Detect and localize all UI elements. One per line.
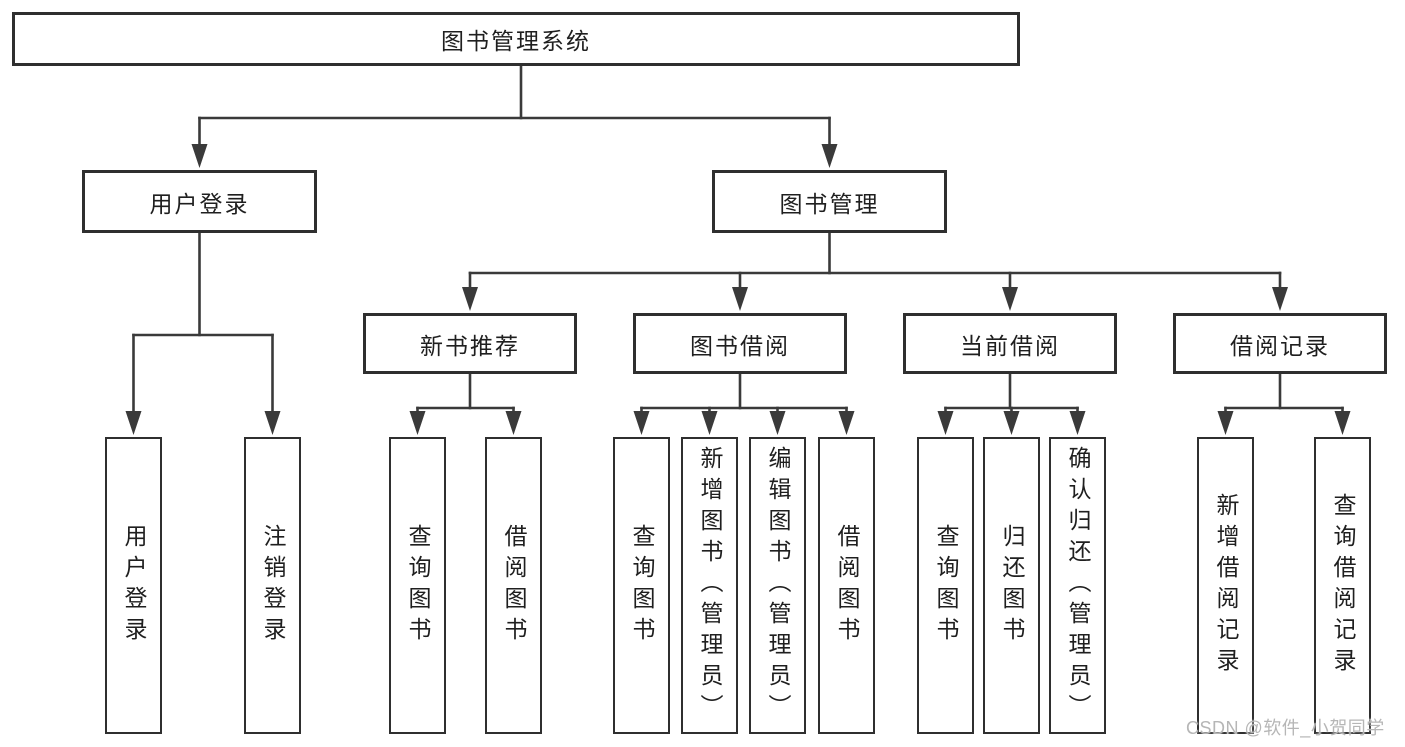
arrowhead-down-icon bbox=[732, 287, 748, 311]
node-book-management: 图书管理 bbox=[712, 170, 947, 233]
arrowhead-down-icon bbox=[264, 411, 281, 435]
leaf-label: 查询图书 bbox=[933, 523, 959, 648]
leaf-add-book-admin: 新增图书（管理员） bbox=[681, 437, 738, 734]
leaf-confirm-return-admin: 确认归还（管理员） bbox=[1049, 437, 1106, 734]
arrowhead-down-icon bbox=[505, 411, 522, 435]
node-label: 图书管理 bbox=[779, 190, 880, 217]
leaf-logout: 注销登录 bbox=[244, 437, 301, 734]
arrowhead-down-icon bbox=[633, 411, 650, 435]
node-label: 借阅记录 bbox=[1230, 332, 1330, 359]
csdn-watermark: CSDN @软件_小贺同学 bbox=[1186, 718, 1385, 738]
leaf-user-login: 用户登录 bbox=[105, 437, 162, 734]
arrowhead-down-icon bbox=[838, 411, 855, 435]
leaf-query-books-current: 查询图书 bbox=[917, 437, 974, 734]
node-label: 当前借阅 bbox=[960, 332, 1060, 359]
node-library-management-system: 图书管理系统 bbox=[12, 12, 1020, 66]
node-new-book-recommendation: 新书推荐 bbox=[363, 313, 577, 374]
leaf-label: 注销登录 bbox=[260, 523, 286, 648]
node-book-borrowing: 图书借阅 bbox=[633, 313, 847, 374]
arrowhead-down-icon bbox=[1003, 411, 1020, 435]
leaf-query-borrow-record: 查询借阅记录 bbox=[1314, 437, 1371, 734]
leaf-add-borrow-record: 新增借阅记录 bbox=[1197, 437, 1254, 734]
leaf-query-books-borrowing: 查询图书 bbox=[613, 437, 670, 734]
arrowhead-down-icon bbox=[769, 411, 786, 435]
arrowhead-down-icon bbox=[1272, 287, 1288, 311]
arrowhead-down-icon bbox=[1069, 411, 1086, 435]
arrowhead-down-icon bbox=[409, 411, 426, 435]
arrowhead-down-icon bbox=[701, 411, 718, 435]
node-current-borrowing: 当前借阅 bbox=[903, 313, 1117, 374]
arrowhead-down-icon bbox=[462, 287, 478, 311]
leaf-label: 编辑图书（管理员） bbox=[765, 446, 791, 725]
node-label: 用户登录 bbox=[149, 190, 250, 217]
leaf-label: 归还图书 bbox=[999, 523, 1025, 648]
node-label: 图书借阅 bbox=[690, 332, 790, 359]
leaf-label: 查询借阅记录 bbox=[1330, 492, 1356, 679]
leaf-label: 用户登录 bbox=[121, 523, 147, 648]
leaf-label: 查询图书 bbox=[629, 523, 655, 648]
leaf-label: 借阅图书 bbox=[834, 523, 860, 648]
leaf-label: 新增借阅记录 bbox=[1213, 492, 1239, 679]
arrowhead-down-icon bbox=[937, 411, 954, 435]
leaf-label: 新增图书（管理员） bbox=[697, 446, 723, 725]
arrowhead-down-icon bbox=[1334, 411, 1351, 435]
leaf-borrow-books-borrowing: 借阅图书 bbox=[818, 437, 875, 734]
leaf-query-books-recommend: 查询图书 bbox=[389, 437, 446, 734]
arrowhead-down-icon bbox=[821, 144, 838, 168]
node-label: 新书推荐 bbox=[420, 332, 520, 359]
leaf-borrow-books-recommend: 借阅图书 bbox=[485, 437, 542, 734]
arrowhead-down-icon bbox=[1002, 287, 1018, 311]
node-label: 图书管理系统 bbox=[441, 28, 591, 54]
leaf-return-books: 归还图书 bbox=[983, 437, 1040, 734]
arrowhead-down-icon bbox=[125, 411, 142, 435]
node-user-login: 用户登录 bbox=[82, 170, 317, 233]
arrowhead-down-icon bbox=[191, 144, 208, 168]
leaf-label: 确认归还（管理员） bbox=[1065, 446, 1091, 725]
leaf-label: 查询图书 bbox=[405, 523, 431, 648]
arrowhead-down-icon bbox=[1217, 411, 1234, 435]
leaf-label: 借阅图书 bbox=[501, 523, 527, 648]
node-borrowing-records: 借阅记录 bbox=[1173, 313, 1387, 374]
leaf-edit-book-admin: 编辑图书（管理员） bbox=[749, 437, 806, 734]
